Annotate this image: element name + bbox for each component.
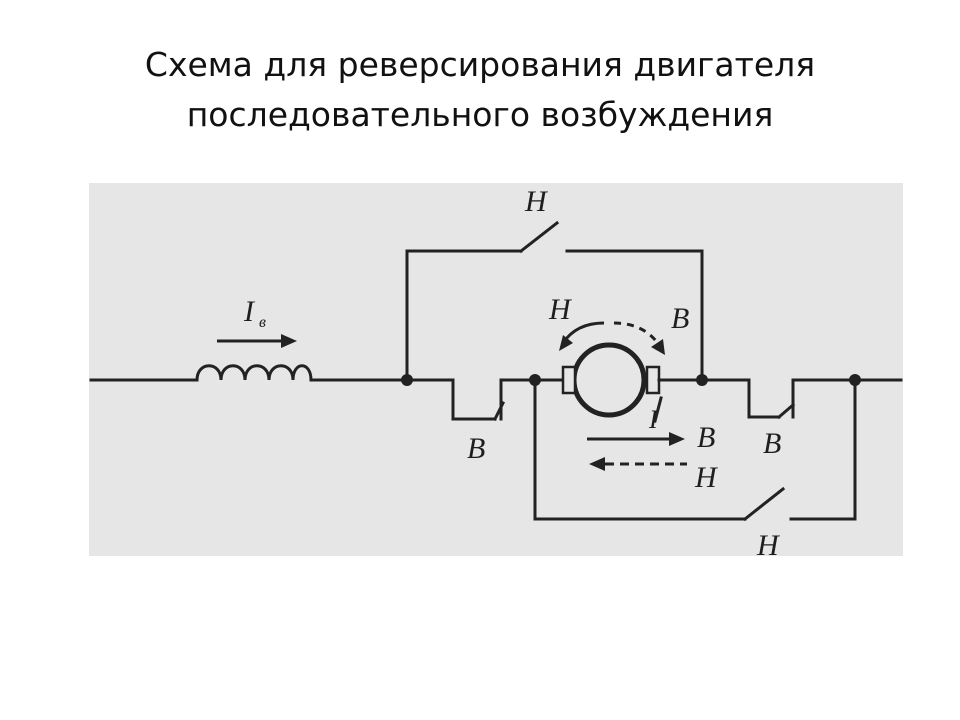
- field-coil: [195, 364, 313, 382]
- armature-current-label: I: [648, 405, 659, 434]
- rotation-right-label: В: [671, 302, 689, 335]
- field-current-label: I: [243, 295, 256, 328]
- right-switch-left-wire: [700, 378, 781, 419]
- field-current-subscript: в: [259, 314, 266, 331]
- bottom-switch-label: Н: [756, 529, 781, 556]
- left-switch-right-wire: [499, 378, 537, 421]
- circuit-svg: I в Н В Н В I В: [89, 183, 903, 556]
- brush-right: [645, 365, 661, 395]
- rotation-arrowhead-right: [651, 339, 665, 355]
- slide-title: Схема для реверсирования двигателя после…: [0, 40, 960, 140]
- armature-current-tick: [653, 396, 663, 423]
- arrow-solid-head: [669, 432, 685, 446]
- bottom-branch-right-wire: [789, 378, 857, 521]
- rotation-arrow-right: [613, 321, 661, 346]
- top-branch-left-wire: [405, 249, 523, 382]
- arrow-solid-label: В: [697, 421, 715, 454]
- title-line-1: Схема для реверсирования двигателя: [144, 45, 816, 84]
- rotation-left-label: Н: [548, 293, 573, 326]
- brush-left: [561, 365, 577, 395]
- left-switch-label: В: [467, 432, 485, 465]
- right-switch-label: В: [763, 427, 781, 460]
- left-switch-left-wire: [405, 378, 497, 421]
- title-line-2: последовательного возбуждения: [186, 95, 774, 134]
- arrow-dashed-label: Н: [694, 461, 719, 494]
- top-switch-blade: [518, 220, 560, 254]
- field-current-arrowhead: [281, 334, 297, 348]
- top-switch-label: Н: [524, 185, 549, 218]
- right-switch-right-wire: [791, 378, 857, 419]
- bottom-switch-blade: [742, 486, 786, 522]
- bottom-branch-left-wire: [533, 378, 747, 521]
- right-switch-blade: [776, 402, 796, 420]
- arrow-dashed-head: [589, 457, 605, 471]
- circuit-diagram: I в Н В Н В I В: [89, 183, 903, 556]
- diagram-background: [89, 183, 903, 556]
- rotation-arrowhead-left: [559, 335, 573, 351]
- top-branch-right-wire: [565, 249, 704, 382]
